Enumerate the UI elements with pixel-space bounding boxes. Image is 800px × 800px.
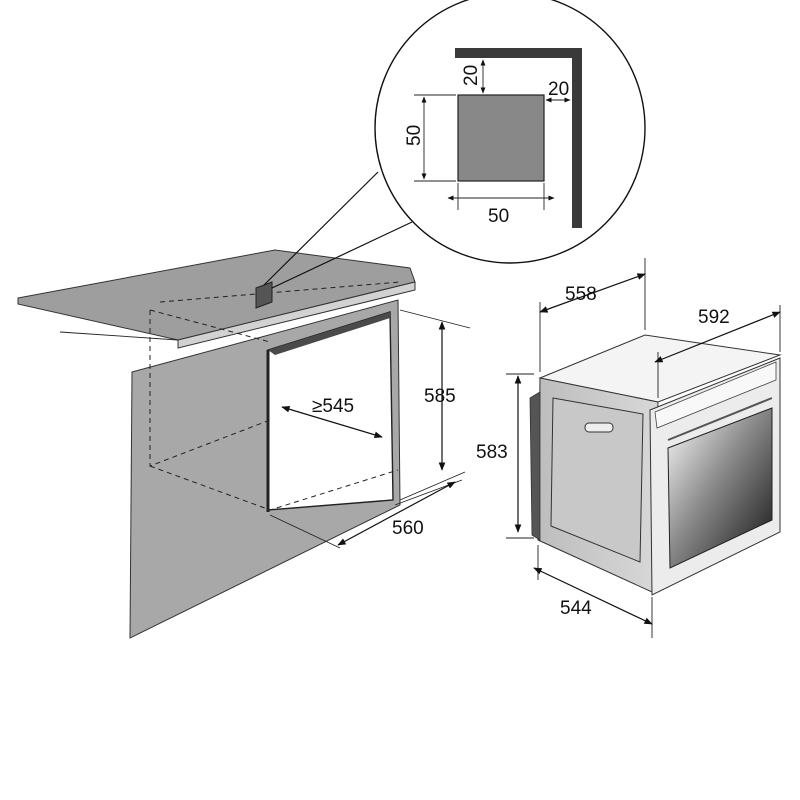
cabinet (17, 249, 416, 639)
offset-right-label: 20 (548, 79, 569, 100)
worktop-front-edge (177, 281, 416, 349)
vent-width-label: 50 (488, 206, 509, 227)
opening-height-label: 585 (424, 386, 456, 407)
oven-handle-side (584, 422, 614, 433)
oven-dimensions: 558 592 583 544 (476, 258, 781, 638)
front-height-label: 583 (476, 442, 508, 463)
offset-top-label: 20 (461, 65, 482, 86)
detail-callout: 20 20 50 50 (263, 0, 646, 289)
oven (529, 334, 782, 596)
oven-door-glass (667, 407, 773, 569)
side-depth-label: 544 (560, 598, 592, 619)
cabinet-dimensions: ≥545 585 560 (269, 309, 471, 549)
vent-block (457, 94, 545, 182)
body-depth-label: 558 (565, 284, 597, 305)
vent-height-label: 50 (404, 125, 425, 146)
oven-control-panel (654, 361, 777, 429)
vent-opening (255, 281, 273, 309)
opening-width-label: 560 (392, 518, 424, 539)
opening-depth-label: ≥545 (312, 396, 354, 417)
overall-width-label: 592 (698, 307, 730, 328)
